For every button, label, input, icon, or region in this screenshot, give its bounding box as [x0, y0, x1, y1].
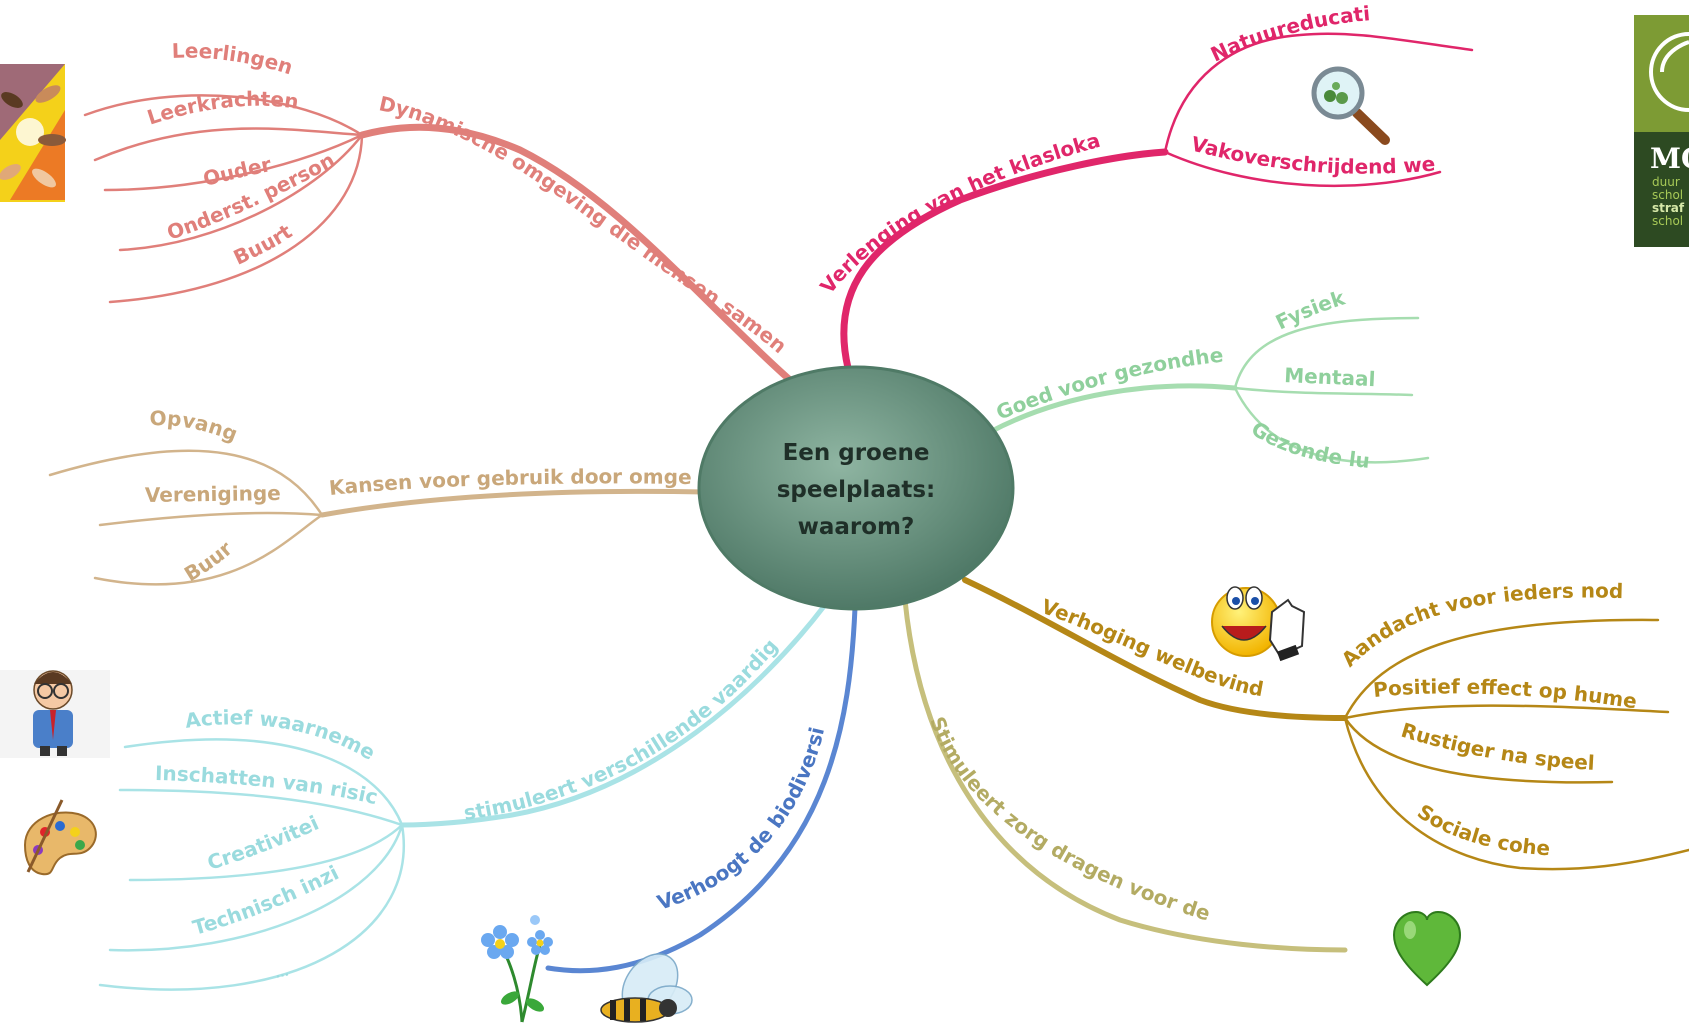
smiley-thumbs-up-icon — [1211, 586, 1306, 662]
branch-welbevinden — [962, 577, 1689, 871]
logo-line-3: straf — [1652, 201, 1685, 215]
logo-line-2: schol — [1652, 188, 1683, 202]
palette-icon — [23, 799, 97, 876]
child-label-leerlingen: Leerlingen — [171, 39, 295, 80]
teacher-icon — [0, 670, 110, 758]
bee-icon — [600, 953, 693, 1023]
magnifier-icon — [1311, 66, 1390, 145]
branch-kansen — [48, 449, 708, 586]
child-label-gezonde-lucht: Gezonde lucht — [0, 0, 1371, 473]
center-topic: Een groene speelplaats: waarom? — [697, 365, 1015, 611]
branch-gezondheid — [987, 316, 1430, 464]
child-label-vakoverschrijdend: Vakoverschrijdend werken — [0, 0, 1436, 179]
center-line-2: speelplaats: — [777, 477, 936, 503]
branch-klaslokaal — [840, 32, 1474, 372]
branch-biodiversiteit — [545, 605, 858, 974]
heart-icon — [1392, 910, 1462, 987]
hands-icon — [0, 64, 66, 202]
logo-line-1: duur — [1652, 175, 1680, 189]
child-label-ellipsis: ... — [274, 964, 290, 981]
logo: MO duur schol straf schol — [1634, 15, 1689, 247]
branch-label-vaardigheden: stimuleert verschillende vaardigheden — [0, 0, 783, 825]
branch-zorg — [902, 597, 1348, 953]
branch-dynamisch — [83, 94, 794, 384]
branch-label-klaslokaal: Verlenging van het klaslokaal — [0, 0, 1103, 298]
center-line-3: waarom? — [798, 514, 915, 540]
child-label-opvang: Opvang — [149, 406, 241, 446]
child-label-mentaal: Mentaal — [1284, 363, 1376, 391]
branch-label-dynamisch: Dynamische omgeving die mensen samen bre… — [0, 0, 791, 358]
flower-icon — [481, 915, 553, 1023]
logo-text: MO — [1650, 142, 1689, 175]
branch-label-kansen: Kansen voor gebruik door omgeving — [0, 0, 692, 500]
center-line-1: Een groene — [783, 440, 930, 466]
child-label-buurt-1: Buurt — [230, 219, 297, 270]
logo-line-4: schol — [1652, 214, 1683, 228]
branch-vaardigheden — [98, 602, 828, 991]
child-label-leerkrachten: Leerkrachten — [144, 87, 300, 130]
